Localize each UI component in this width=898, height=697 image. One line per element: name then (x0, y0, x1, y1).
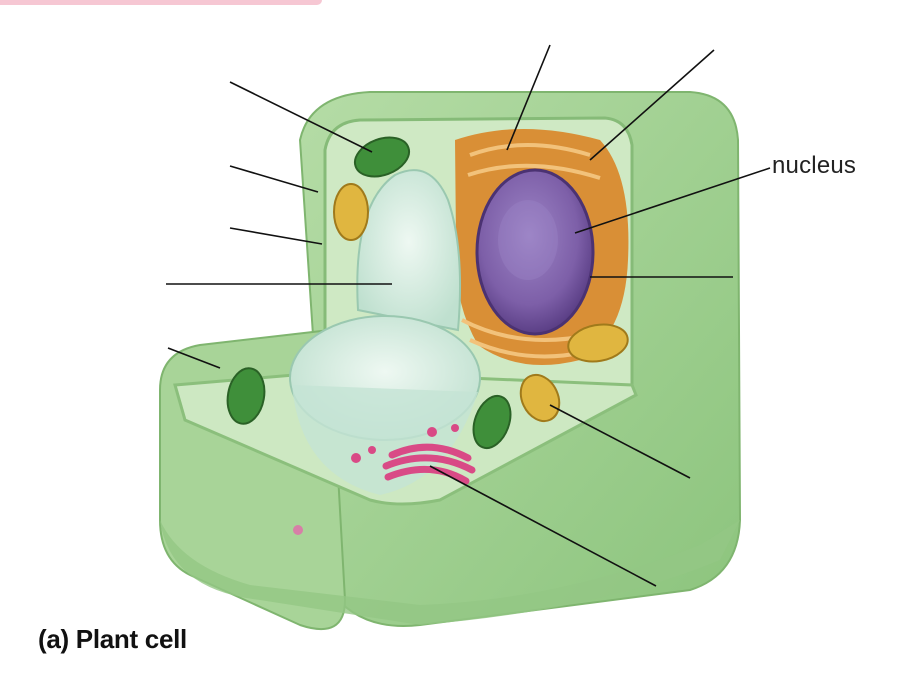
figure-caption: (a) Plant cell (38, 624, 187, 655)
nucleus-label: nucleus (772, 152, 856, 180)
nucleus (477, 170, 593, 334)
